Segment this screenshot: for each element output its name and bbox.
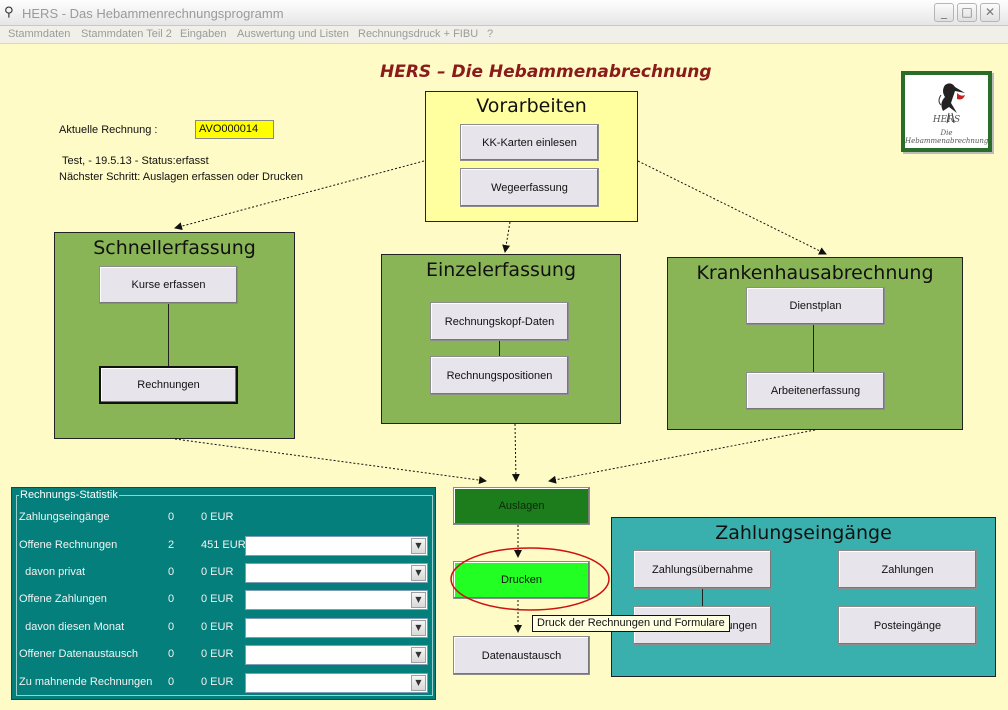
schnellerfassung-title: Schnellerfassung: [93, 237, 256, 259]
kurse-erfassen-button[interactable]: Kurse erfassen: [99, 266, 238, 304]
stats-row-label: davon privat: [19, 566, 86, 578]
stats-row-amount: 451 EUR: [201, 539, 246, 551]
stats-row: Zahlungseingänge 0 0 EUR: [16, 508, 433, 528]
stats-row: Offene Rechnungen 2 451 EUR ▼: [16, 536, 433, 556]
menu-help[interactable]: ?: [487, 28, 494, 40]
stats-row-label: Zahlungseingänge: [19, 511, 110, 523]
krankenhaus-title: Krankenhausabrechnung: [696, 262, 934, 284]
invoice-status-text: Test, - 19.5.13 - Status:erfasst: [62, 155, 209, 167]
chevron-down-icon[interactable]: ▼: [411, 565, 426, 581]
stats-dropdown[interactable]: ▼: [245, 590, 428, 610]
zahlungen-button[interactable]: Zahlungen: [838, 550, 977, 589]
schnellerfassung-panel: Schnellerfassung: [54, 232, 295, 439]
stats-dropdown[interactable]: ▼: [245, 673, 428, 693]
arrow-einzel-to-auslagen: [511, 423, 520, 482]
rechnungen-button[interactable]: Rechnungen: [99, 366, 238, 404]
menu-bar: Stammdaten Stammdaten Teil 2 Eingaben Au…: [0, 26, 1008, 44]
connector-line: [702, 589, 703, 606]
stats-row-label: Zu mahnende Rechnungen: [19, 676, 153, 688]
stats-row-count: 0: [168, 648, 175, 660]
drucken-button[interactable]: Drucken: [453, 561, 590, 599]
stats-row: Offene Zahlungen 0 0 EUR ▼: [16, 590, 433, 610]
einzelerfassung-title: Einzelerfassung: [425, 259, 577, 281]
next-step-text: Nächster Schritt: Auslagen erfassen oder…: [59, 171, 303, 183]
chevron-down-icon[interactable]: ▼: [411, 620, 426, 636]
menu-eingaben[interactable]: Eingaben: [180, 28, 227, 40]
menu-stammdaten-teil-2[interactable]: Stammdaten Teil 2: [81, 28, 172, 40]
chevron-down-icon[interactable]: ▼: [411, 647, 426, 663]
stork-icon: ⚲: [4, 5, 14, 20]
stats-row-count: 0: [168, 566, 175, 578]
dienstplan-button[interactable]: Dienstplan: [746, 287, 885, 325]
stats-row: davon privat 0 0 EUR ▼: [16, 563, 433, 583]
stats-row-amount: 0 EUR: [201, 621, 234, 633]
chevron-down-icon[interactable]: ▼: [411, 538, 426, 554]
stats-dropdown[interactable]: ▼: [245, 618, 428, 638]
maximize-button[interactable]: □: [957, 3, 977, 22]
rechnungspositionen-button[interactable]: Rechnungspositionen: [430, 356, 569, 395]
rechnungskopf-button[interactable]: Rechnungskopf-Daten: [430, 302, 569, 341]
stats-row-count: 0: [168, 593, 175, 605]
connector-line: [168, 304, 169, 366]
close-button[interactable]: ✕: [980, 3, 1000, 22]
hers-logo: HERS Die Hebammenabrechnung: [901, 71, 992, 152]
posteingaenge-button[interactable]: Posteingänge: [838, 606, 977, 645]
stats-row-amount: 0 EUR: [201, 648, 234, 660]
stats-row-amount: 0 EUR: [201, 566, 234, 578]
stats-dropdown[interactable]: ▼: [245, 536, 428, 556]
stats-row-count: 0: [168, 676, 175, 688]
menu-stammdaten[interactable]: Stammdaten: [8, 28, 71, 40]
page-title: HERS – Die Hebammenabrechnung: [380, 62, 712, 82]
stats-dropdown[interactable]: ▼: [245, 645, 428, 665]
kk-karten-button[interactable]: KK-Karten einlesen: [460, 124, 599, 161]
stats-row-count: 0: [168, 511, 175, 523]
stats-row: Zu mahnende Rechnungen 0 0 EUR ▼: [16, 673, 433, 693]
zahlungseingaenge-panel: Zahlungseingänge: [611, 517, 996, 677]
logo-text: HERS: [932, 115, 961, 125]
stats-row-amount: 0 EUR: [201, 593, 234, 605]
datenaustausch-button[interactable]: Datenaustausch: [453, 636, 590, 675]
chevron-down-icon[interactable]: ▼: [411, 592, 426, 608]
arbeitenerfassung-button[interactable]: Arbeitenerfassung: [746, 372, 885, 410]
stats-row-count: 0: [168, 621, 175, 633]
stats-row-label: Offene Rechnungen: [19, 539, 118, 551]
stork-logo-icon: [938, 83, 965, 124]
title-bar: ⚲ HERS - Das Hebammenrechnungsprogramm _…: [0, 0, 1008, 26]
arrow-to-einzelerfassung: [502, 221, 511, 253]
statistics-fieldset: Rechnungs-Statistik: [16, 489, 433, 696]
menu-rechnungsdruck[interactable]: Rechnungsdruck + FIBU: [358, 28, 479, 40]
arrow-kranken-to-auslagen: [548, 429, 816, 484]
connector-line: [499, 341, 500, 356]
arrow-to-krankenhaus: [637, 160, 827, 255]
vorarbeiten-title: Vorarbeiten: [476, 95, 587, 117]
zahlungseingaenge-title: Zahlungseingänge: [715, 522, 892, 544]
current-invoice-field: AVO000014: [195, 120, 274, 139]
wegeerfassung-button[interactable]: Wegeerfassung: [460, 168, 599, 207]
current-invoice-label: Aktuelle Rechnung :: [59, 124, 158, 136]
drucken-tooltip: Druck der Rechnungen und Formulare: [532, 615, 730, 632]
stats-dropdown[interactable]: ▼: [245, 563, 428, 583]
chevron-down-icon[interactable]: ▼: [411, 675, 426, 691]
minimize-button[interactable]: _: [934, 3, 954, 22]
statistics-legend: Rechnungs-Statistik: [20, 489, 118, 501]
arrow-schnell-to-auslagen: [174, 438, 487, 485]
logo-subtitle: Die Hebammenabrechnung: [905, 129, 989, 145]
stats-row-amount: 0 EUR: [201, 676, 234, 688]
stats-row-count: 2: [168, 539, 175, 551]
stats-row-label: Offene Zahlungen: [19, 593, 107, 605]
menu-auswertung[interactable]: Auswertung und Listen: [237, 28, 349, 40]
krankenhaus-panel: Krankenhausabrechnung: [667, 257, 963, 430]
auslagen-button[interactable]: Auslagen: [453, 487, 590, 525]
stats-row-label: davon diesen Monat: [19, 621, 125, 633]
window-title: HERS - Das Hebammenrechnungsprogramm: [22, 6, 284, 21]
connector-line: [813, 325, 814, 372]
stats-row: davon diesen Monat 0 0 EUR ▼: [16, 618, 433, 638]
stats-row-label: Offener Datenaustausch: [19, 648, 139, 660]
stats-row: Offener Datenaustausch 0 0 EUR ▼: [16, 645, 433, 665]
stats-row-amount: 0 EUR: [201, 511, 234, 523]
zahlungsuebernahme-button[interactable]: Zahlungsübernahme: [633, 550, 772, 589]
